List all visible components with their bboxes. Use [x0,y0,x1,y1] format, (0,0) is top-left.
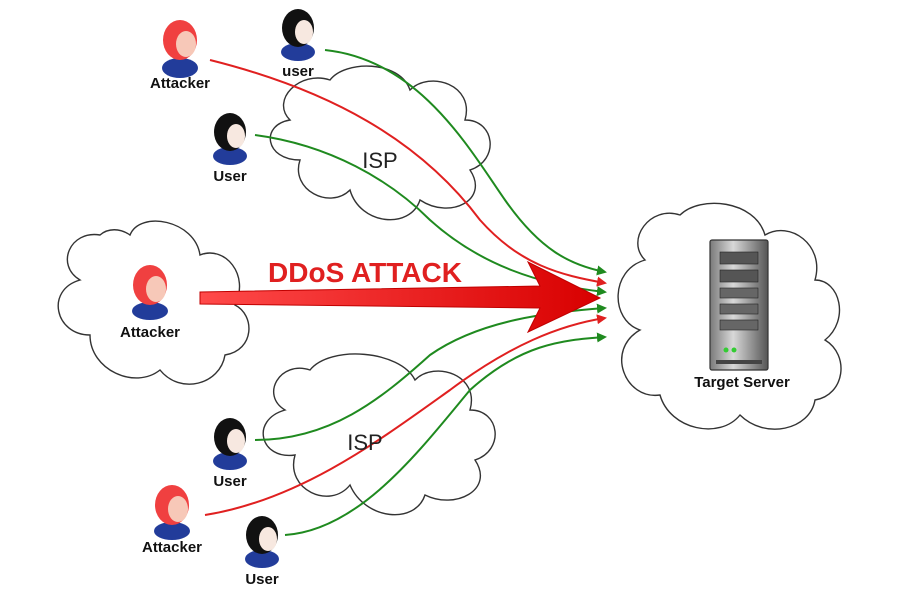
attacker-avatar [132,265,168,320]
user-avatar [245,516,279,568]
user-label-top: user [282,63,314,80]
legit-flow-user-top [324,49,607,276]
user-avatar [213,418,247,470]
attacker-label-bottom: Attacker [142,539,202,556]
ddos-attack-arrow [199,260,602,334]
attacker-avatar [162,20,198,78]
attacker-avatar [154,485,190,540]
user-label-bottom: User [245,571,279,588]
user-label-lower: User [213,473,247,490]
isp-label-bottom: ISP [347,430,382,455]
attacker-label-top: Attacker [150,75,210,92]
target-server-icon [709,239,769,371]
ddos-attack-title: DDoS ATTACK [268,257,462,288]
user-avatar [281,9,315,61]
isp-label-top: ISP [362,148,397,173]
legit-flow-user-bottom [284,332,607,536]
user-avatar [213,113,247,165]
isp-cloud-top [269,65,491,221]
attacker-label-main: Attacker [120,324,180,341]
attack-flow-top [209,59,607,287]
target-server-label: Target Server [694,374,790,391]
attack-flow-bottom [204,314,607,516]
user-label-upper: User [213,168,247,185]
